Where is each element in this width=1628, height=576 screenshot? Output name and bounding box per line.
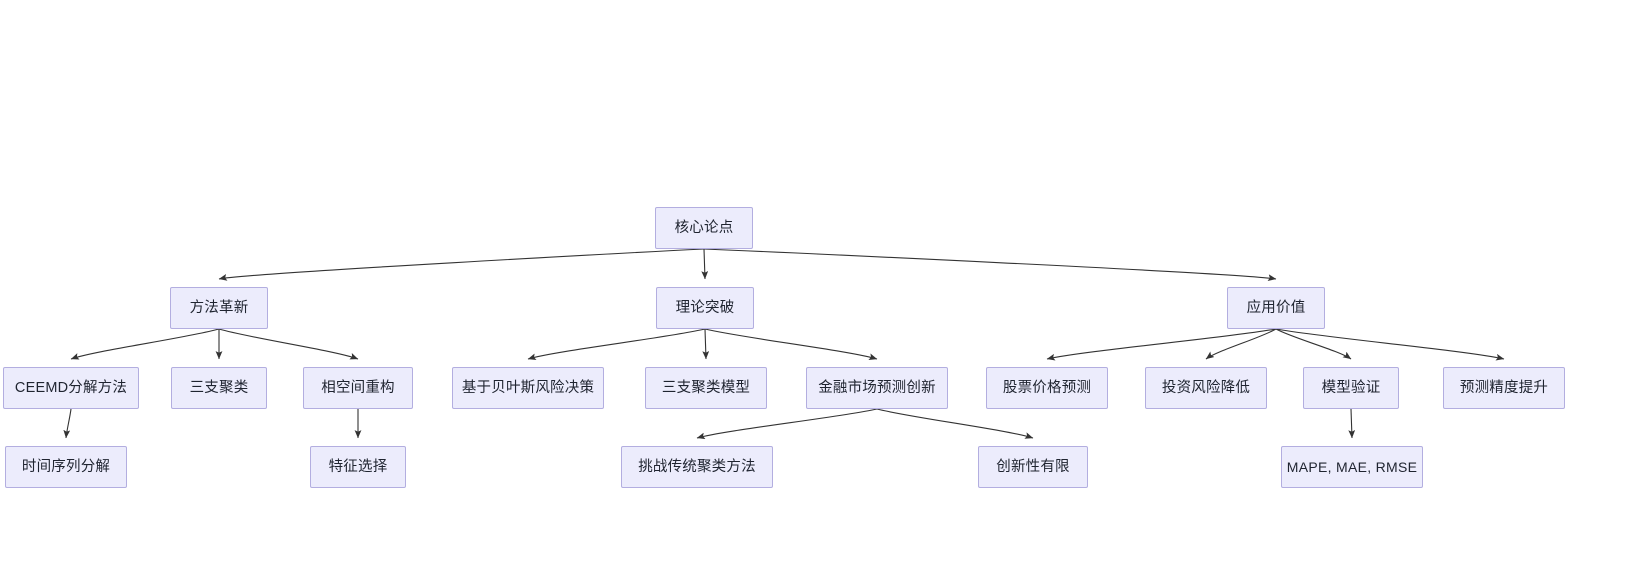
flow-node-label: 投资风险降低 bbox=[1161, 379, 1251, 396]
flow-edge-root-to-m2 bbox=[701, 248, 709, 280]
flow-edge-m2-to-c4 bbox=[527, 328, 706, 361]
flow-node-m3[interactable]: 应用价值 bbox=[1227, 287, 1325, 329]
flow-node-c9[interactable]: 模型验证 bbox=[1303, 367, 1399, 409]
flow-node-label: 模型验证 bbox=[1321, 379, 1381, 396]
edge-paths bbox=[63, 248, 1505, 440]
flow-node-label: 三支聚类模型 bbox=[661, 379, 751, 396]
flow-node-root[interactable]: 核心论点 bbox=[655, 207, 753, 249]
flow-edge-root-to-m3 bbox=[703, 248, 1277, 282]
flow-node-label: 时间序列分解 bbox=[21, 458, 111, 475]
flow-node-label: 理论突破 bbox=[675, 299, 735, 316]
flow-node-m1[interactable]: 方法革新 bbox=[170, 287, 268, 329]
flow-node-c1[interactable]: CEEMD分解方法 bbox=[3, 367, 139, 409]
flow-node-c2[interactable]: 三支聚类 bbox=[171, 367, 267, 409]
flow-node-label: 三支聚类 bbox=[189, 379, 249, 396]
flow-edge-m3-to-c9 bbox=[1275, 328, 1352, 360]
flow-edge-root-to-m1 bbox=[218, 248, 705, 281]
flow-node-label: CEEMD分解方法 bbox=[14, 379, 128, 396]
flow-node-c10[interactable]: 预测精度提升 bbox=[1443, 367, 1565, 409]
flow-node-g2[interactable]: 特征选择 bbox=[310, 446, 406, 488]
flow-node-label: 预测精度提升 bbox=[1459, 379, 1549, 396]
flow-node-label: 特征选择 bbox=[328, 458, 388, 475]
flow-node-g1[interactable]: 时间序列分解 bbox=[5, 446, 127, 488]
flow-node-g3[interactable]: 挑战传统聚类方法 bbox=[621, 446, 773, 488]
flow-node-c7[interactable]: 股票价格预测 bbox=[986, 367, 1108, 409]
flow-edge-m1-to-c3 bbox=[218, 328, 359, 360]
flow-node-label: 核心论点 bbox=[674, 219, 734, 236]
flow-node-label: 基于贝叶斯风险决策 bbox=[461, 379, 595, 396]
flow-node-label: 方法革新 bbox=[189, 299, 249, 316]
flow-node-m2[interactable]: 理论突破 bbox=[656, 287, 754, 329]
flow-node-label: 挑战传统聚类方法 bbox=[638, 458, 756, 475]
flow-edge-m3-to-c8 bbox=[1205, 328, 1277, 360]
flow-edge-m3-to-c10 bbox=[1275, 328, 1505, 361]
flow-edge-c6-to-g4 bbox=[876, 408, 1034, 439]
flow-edge-c1-to-g1 bbox=[63, 408, 72, 439]
flow-node-label: 金融市场预测创新 bbox=[818, 379, 936, 396]
flow-edge-m3-to-c7 bbox=[1046, 328, 1277, 361]
flow-node-label: 相空间重构 bbox=[321, 379, 395, 396]
flow-edge-c9-to-g5 bbox=[1348, 408, 1356, 439]
flow-edge-c6-to-g3 bbox=[696, 408, 878, 440]
flow-edge-m1-to-c1 bbox=[70, 328, 220, 360]
flow-node-g4[interactable]: 创新性有限 bbox=[978, 446, 1088, 488]
flow-node-label: MAPE, MAE, RMSE bbox=[1286, 459, 1418, 475]
flow-node-label: 股票价格预测 bbox=[1002, 379, 1092, 396]
flow-node-c4[interactable]: 基于贝叶斯风险决策 bbox=[452, 367, 604, 409]
flow-edge-m2-to-c6 bbox=[704, 328, 878, 360]
flow-node-c8[interactable]: 投资风险降低 bbox=[1145, 367, 1267, 409]
flow-edge-m2-to-c5 bbox=[702, 328, 710, 360]
flow-node-c3[interactable]: 相空间重构 bbox=[303, 367, 413, 409]
flow-node-c6[interactable]: 金融市场预测创新 bbox=[806, 367, 948, 409]
flow-node-c5[interactable]: 三支聚类模型 bbox=[645, 367, 767, 409]
flow-node-label: 应用价值 bbox=[1246, 299, 1306, 316]
flow-node-g5[interactable]: MAPE, MAE, RMSE bbox=[1281, 446, 1423, 488]
flow-node-label: 创新性有限 bbox=[996, 458, 1070, 475]
